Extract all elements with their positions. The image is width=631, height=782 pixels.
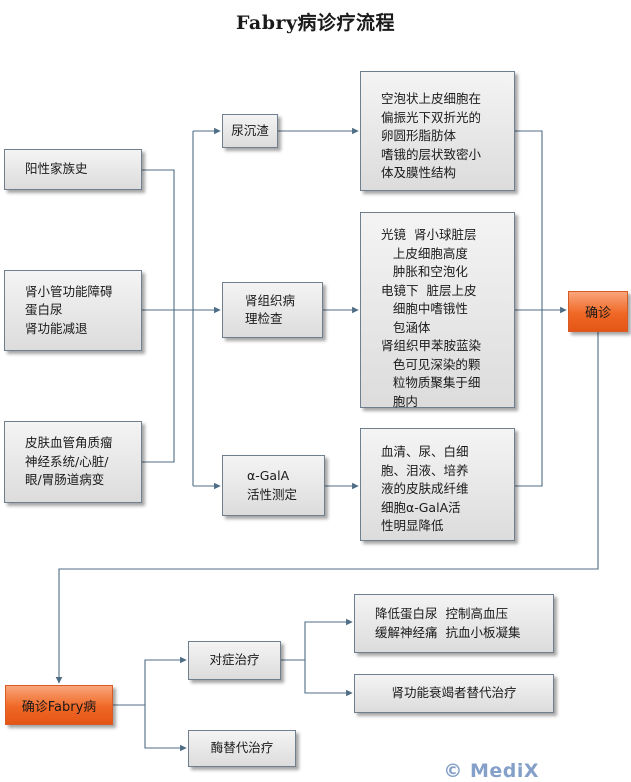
biopsy-line-1: 肾组织病	[245, 292, 296, 308]
treatment-symptomatic-items-a: 降低蛋白尿 控制高血压 缓解神经痛 抗血小板凝集	[354, 594, 554, 653]
finding-urine-line-4: 嗜锇的层状致密小	[381, 146, 482, 162]
skin-line-2: 神经系统/心脏/	[25, 453, 109, 469]
finding-gala-line-1: 血清、尿、白细	[381, 444, 469, 459]
diagnosis-box: 确诊	[568, 291, 628, 332]
biopsy-line-2: 理检查	[245, 311, 283, 326]
finding-gala-line-2: 胞、泪液、培养	[381, 462, 469, 478]
input-family-history-label: 阳性家族史	[25, 161, 88, 177]
diagnosis-label: 确诊	[584, 306, 611, 321]
input-renal-findings: 肾小管功能障碍 蛋白尿 肾功能减退	[4, 270, 142, 351]
treatment-symptomatic-label: 对症治疗	[209, 652, 260, 668]
sym-b-label: 肾功能衰竭者替代治疗	[391, 685, 517, 701]
finding-biopsy-line-2: 上皮细胞高度	[381, 245, 468, 261]
renal-line-1: 肾小管功能障碍	[25, 283, 113, 299]
test-renal-biopsy: 肾组织病 理检查	[222, 282, 323, 338]
finding-biopsy-line-8: 色可见深染的颗	[381, 356, 481, 372]
finding-urine-line-2: 偏振光下双折光的	[381, 109, 482, 125]
treatment-symptomatic: 对症治疗	[188, 641, 281, 680]
arrow-to-enzyme	[144, 705, 187, 752]
gala-line-1: α-GalA	[247, 468, 290, 483]
finding-urine-line-5: 体及膜性结构	[381, 165, 457, 180]
arrow-to-symptomatic	[113, 656, 187, 706]
sym-a-line-2: 缓解神经痛 抗血小板凝集	[375, 624, 521, 640]
arrow-to-confirmed	[55, 332, 599, 684]
page-title: Fabry病诊疗流程	[235, 12, 396, 34]
connector-findings-merge	[515, 130, 543, 487]
finding-urine-line-3: 卵圆形脂肪体	[381, 128, 457, 143]
finding-biopsy-line-5: 细胞中嗜锇性	[381, 301, 468, 316]
gala-line-2: 活性测定	[247, 486, 298, 502]
finding-urine-line-1: 空泡状上皮细胞在	[381, 91, 482, 106]
sym-a-line-1: 降低蛋白尿 控制高血压	[375, 606, 508, 621]
finding-biopsy-line-3: 肿胀和空泡化	[381, 264, 468, 279]
treatment-symptomatic-items-b: 肾功能衰竭者替代治疗	[354, 674, 554, 713]
renal-line-3: 肾功能减退	[25, 320, 88, 336]
finding-gala: 血清、尿、白细 胞、泪液、培养 液的皮肤成纤维 细胞α-GalA活 性明显降低	[360, 428, 515, 541]
treatment-enzyme-replacement: 酶替代治疗	[188, 730, 296, 767]
finding-gala-line-3: 液的皮肤成纤维	[381, 481, 469, 496]
finding-biopsy-line-6: 包涵体	[381, 319, 431, 335]
arrow-to-sym-a	[281, 618, 353, 661]
test-urine-label: 尿沉渣	[231, 122, 269, 138]
confirmed-fabry-label: 确诊Fabry病	[21, 699, 97, 715]
input-family-history: 阳性家族史	[4, 149, 142, 190]
confirmed-fabry-box: 确诊Fabry病	[5, 685, 113, 725]
finding-gala-line-5: 性明显降低	[381, 518, 444, 533]
finding-biopsy-line-1: 光镜 肾小球脏层	[381, 227, 477, 242]
skin-line-3: 眼/胃肠道病变	[25, 472, 105, 488]
renal-line-2: 蛋白尿	[25, 302, 63, 318]
skin-line-1: 皮肤血管角质瘤	[25, 435, 113, 451]
finding-biopsy-line-9: 粒物质聚集于细	[381, 375, 481, 390]
medix-watermark: © MediX	[443, 760, 539, 782]
finding-biopsy-line-7: 肾组织甲苯胺蓝染	[381, 338, 482, 353]
finding-biopsy: 光镜 肾小球脏层 上皮细胞高度 肿胀和空泡化 电镜下 脏层上皮 细胞中嗜锇性 包…	[360, 212, 515, 409]
finding-biopsy-line-4: 电镜下 脏层上皮	[381, 282, 477, 298]
connector-inputs-merge	[142, 169, 175, 463]
test-gala-activity: α-GalA 活性测定	[222, 455, 325, 516]
treatment-enzyme-label: 酶替代治疗	[210, 740, 274, 756]
finding-urine: 空泡状上皮细胞在 偏振光下双折光的 卵圆形脂肪体 嗜锇的层状致密小 体及膜性结构	[360, 71, 515, 191]
finding-biopsy-line-10: 胞内	[381, 393, 418, 409]
arrow-to-sym-b	[304, 660, 353, 697]
finding-gala-line-4: 细胞α-GalA活	[381, 499, 461, 515]
input-skin-findings: 皮肤血管角质瘤 神经系统/心脏/ 眼/胃肠道病变	[4, 421, 142, 503]
test-urine-sediment: 尿沉渣	[222, 114, 278, 148]
